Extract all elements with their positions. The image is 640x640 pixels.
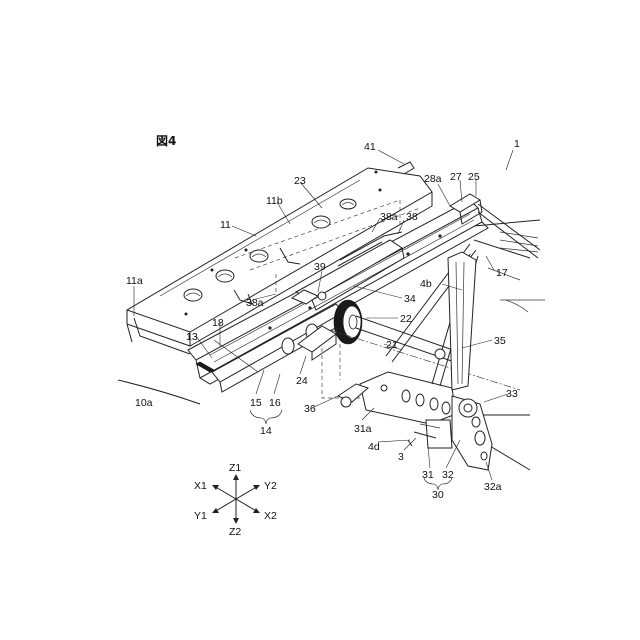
- label-41: 41: [364, 141, 376, 153]
- label-32a: 32a: [484, 481, 502, 493]
- axis-z2: Z2: [229, 526, 241, 538]
- label-28a: 28a: [424, 173, 442, 185]
- label-39: 39: [314, 261, 326, 273]
- label-3: 3: [398, 451, 404, 463]
- axis-legend: Z1 Z2 X1 X2 Y2 Y1: [194, 462, 277, 538]
- label-14: 14: [260, 425, 272, 437]
- axis-x2: X2: [264, 510, 277, 522]
- label-34: 34: [404, 293, 416, 305]
- brace-10a: [118, 380, 200, 404]
- label-27: 27: [450, 171, 462, 183]
- label-15: 15: [250, 397, 262, 409]
- label-17: 17: [496, 267, 508, 279]
- label-33: 33: [506, 388, 518, 400]
- axis-y2: Y2: [264, 480, 277, 492]
- label-4d: 4d: [368, 441, 380, 453]
- label-31a: 31a: [354, 423, 372, 435]
- figure-title: 図4: [156, 134, 176, 148]
- axis-y1: Y1: [194, 510, 207, 522]
- label-31: 31: [422, 469, 434, 481]
- label-1: 1: [514, 138, 520, 150]
- bracket-32: [452, 396, 492, 470]
- label-11b: 11b: [266, 195, 283, 207]
- label-23: 23: [294, 175, 306, 187]
- label-13: 13: [186, 331, 198, 343]
- label-38a-top: 38a: [380, 211, 398, 223]
- axis-x1: X1: [194, 480, 207, 492]
- label-16: 16: [269, 397, 281, 409]
- label-38: 38: [406, 211, 418, 223]
- label-21: 21: [386, 339, 398, 351]
- label-24: 24: [296, 375, 308, 387]
- label-11: 11: [220, 219, 231, 231]
- label-35: 35: [494, 335, 506, 347]
- label-18: 18: [212, 317, 224, 329]
- axis-z1: Z1: [229, 462, 241, 474]
- label-25: 25: [468, 171, 480, 183]
- label-10a: 10a: [135, 397, 153, 409]
- label-30: 30: [432, 489, 444, 501]
- label-36: 36: [304, 403, 316, 415]
- link-plate-31: [338, 372, 456, 424]
- label-38a-mid: 38a: [246, 297, 264, 309]
- label-4b: 4b: [420, 278, 432, 290]
- label-11a: 11a: [126, 275, 143, 287]
- label-22: 22: [400, 313, 412, 325]
- label-32: 32: [442, 469, 454, 481]
